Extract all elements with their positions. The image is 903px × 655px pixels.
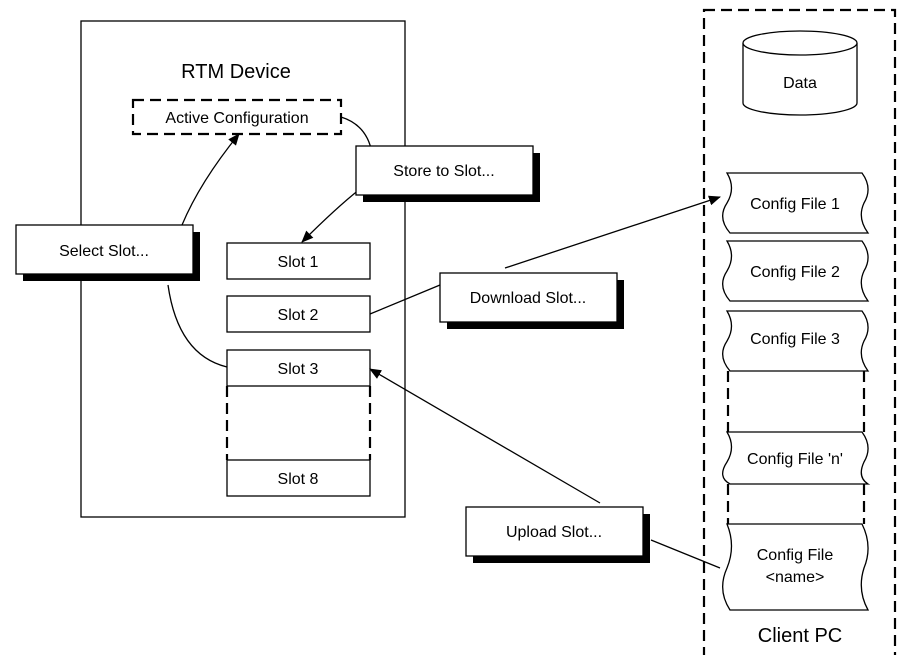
config-file-1-label: Config File 1 [750, 196, 840, 213]
store-to-slot-action: Store to Slot... [355, 145, 540, 202]
client-pc-title: Client PC [758, 625, 842, 647]
config-file-n-label: Config File 'n' [747, 451, 843, 468]
slot-1: Slot 1 [226, 242, 371, 280]
slot-3: Slot 3 [226, 349, 371, 387]
slot-8-label: Slot 8 [278, 471, 319, 488]
slot-2: Slot 2 [226, 295, 371, 333]
select-connector-arrow [181, 133, 240, 226]
config-file-named-line1: Config File [757, 547, 834, 564]
upload-connector-right [650, 539, 721, 569]
database-icon: Data [742, 30, 858, 116]
files-gap-lower [726, 484, 866, 524]
download-connector-left [369, 284, 441, 315]
download-slot-action: Download Slot... [439, 272, 624, 329]
config-file-3: Config File 3 [722, 310, 870, 372]
files-gap-upper [726, 371, 866, 432]
download-connector-arrow [504, 195, 721, 269]
store-to-slot-label: Store to Slot... [393, 163, 494, 180]
client-pc: Client PC Data Config File 1 Config File… [702, 8, 897, 655]
config-file-2-label: Config File 2 [750, 264, 840, 281]
rtm-device-title: RTM Device [181, 61, 291, 83]
database-label: Data [783, 75, 817, 92]
upload-slot-label: Upload Slot... [506, 524, 602, 541]
active-configuration-label: Active Configuration [165, 110, 308, 127]
select-connector-bottom [167, 284, 228, 368]
upload-connector-arrow [369, 368, 601, 504]
slot-8: Slot 8 [226, 459, 371, 497]
config-file-named: Config File <name> [722, 523, 870, 611]
config-file-3-label: Config File 3 [750, 331, 840, 348]
config-file-n: Config File 'n' [722, 431, 871, 485]
config-file-2: Config File 2 [722, 240, 870, 302]
upload-slot-action: Upload Slot... [465, 506, 650, 563]
config-file-1: Config File 1 [722, 172, 870, 234]
select-slot-label: Select Slot... [59, 243, 149, 260]
select-slot-action: Select Slot... [15, 224, 200, 281]
client-pc-frame [702, 8, 897, 655]
slot-2-label: Slot 2 [278, 307, 319, 324]
download-slot-label: Download Slot... [470, 290, 587, 307]
slot-3-label: Slot 3 [278, 361, 319, 378]
slot-gap [225, 386, 372, 460]
slot-1-label: Slot 1 [278, 254, 319, 271]
config-file-named-line2: <name> [766, 569, 825, 586]
